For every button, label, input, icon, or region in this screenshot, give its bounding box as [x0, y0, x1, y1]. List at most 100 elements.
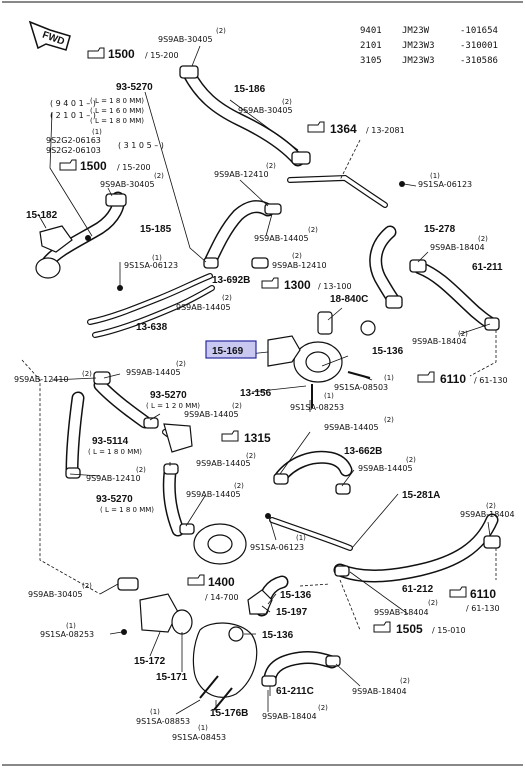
label-9s1sa08853: 9S1SA-08853	[136, 717, 190, 726]
serial-range-3: -310586	[460, 56, 498, 66]
ref-6110-a[interactable]: 6110 / 61-130	[417, 371, 508, 386]
label-9s2g2-06163: 9S2G2-06163	[46, 136, 101, 145]
ref-1300-number: 1300	[284, 278, 311, 292]
leader-18404-d	[349, 571, 409, 615]
label-q2-b: (2)	[154, 172, 164, 180]
water-pump-housing-15-176b[interactable]	[192, 622, 258, 698]
clamp-14405-c[interactable]	[93, 371, 111, 385]
highlight-label: 15-169	[212, 346, 244, 357]
leader-12410-a	[239, 179, 269, 207]
leader-14405-a	[265, 213, 273, 237]
ref-6110-b-number: 6110	[470, 587, 496, 601]
label-q2-g: (2)	[292, 252, 302, 260]
dash-6110a	[469, 330, 497, 377]
ref-1364[interactable]: 1364 / 13-2081	[307, 121, 405, 136]
bolt-06123-a[interactable]	[399, 181, 405, 187]
clamp-18404-b[interactable]	[484, 317, 500, 331]
label-q2-v: (2)	[318, 704, 328, 712]
label-9s1sa08453: 9S1SA-08453	[172, 733, 226, 742]
label-9s1sa08253-a: 9S1SA-08253	[290, 403, 344, 412]
ref-1500-b[interactable]: 1500 / 15-200	[59, 159, 151, 173]
bolt-06123-b[interactable]	[117, 285, 123, 291]
clamp-14405-d[interactable]	[143, 417, 159, 429]
gasket-15-169[interactable]	[267, 335, 301, 367]
ref-1505[interactable]: 1505 / 15-010	[373, 621, 466, 636]
ref-1500-a[interactable]: 1500 / 15-200	[87, 47, 179, 61]
leader-18404-b	[459, 323, 491, 335]
label-len-160: ( L = 1 6 0 MM)	[90, 107, 144, 115]
serial-code-2: 2101	[360, 41, 382, 51]
sensor-18-840c[interactable]	[317, 311, 333, 335]
o-ring-15-136-c[interactable]	[228, 626, 244, 642]
label-93-5270-c: 93-5270	[96, 494, 133, 505]
pointing-hand-icon	[221, 430, 239, 442]
bolt-06163[interactable]	[85, 235, 91, 241]
dash-left	[21, 359, 101, 595]
clamp-14405-h[interactable]	[179, 523, 195, 535]
label-61-211: 61-211	[472, 262, 503, 273]
dash-1505	[339, 579, 361, 631]
bracket-15-182[interactable]	[39, 225, 73, 253]
label-15-172: 15-172	[134, 656, 166, 667]
clamp-692b-top[interactable]	[264, 203, 282, 215]
bolt-08453[interactable]	[213, 687, 233, 711]
fitting-1315[interactable]	[163, 423, 193, 453]
clamp-top-2[interactable]	[291, 151, 311, 165]
leader-14405-f	[279, 431, 311, 475]
clamp-14405-e[interactable]	[163, 463, 179, 475]
clamp-692b-bottom[interactable]	[203, 257, 219, 269]
clamp-18404-e[interactable]	[325, 655, 341, 667]
label-q2-i: (2)	[458, 330, 468, 338]
o-ring-15-136[interactable]	[360, 320, 376, 336]
callout-15-169[interactable]: 15-169	[205, 340, 257, 359]
clamp-18404-f[interactable]	[261, 675, 277, 687]
clamp-18404-c[interactable]	[483, 535, 501, 549]
ref-1500-b-number: 1500	[80, 159, 107, 173]
pipe-15-197[interactable]	[247, 589, 273, 615]
ref-1315[interactable]: 1315	[221, 430, 271, 445]
clamp-30405-d[interactable]	[117, 577, 139, 591]
clamp-14405-f[interactable]	[273, 473, 289, 485]
ref-1500-a-number: 1500	[108, 47, 135, 61]
leader-30405-d	[99, 583, 119, 595]
thermostat-15-171[interactable]	[171, 609, 193, 635]
bolt-06123-c[interactable]	[265, 513, 271, 519]
label-9s9ab14405-f: 9S9AB-14405	[196, 459, 251, 468]
clamp-top-1[interactable]	[179, 65, 199, 79]
label-q2-j: (2)	[176, 360, 186, 368]
oil-cooler-center	[207, 534, 233, 554]
label-9s1sa06123-c: 9S1SA-06123	[250, 543, 304, 552]
bolt-08253-b[interactable]	[121, 629, 127, 635]
clamp-12410-d[interactable]	[65, 467, 81, 479]
label-93-5270-b: 93-5270	[150, 390, 187, 401]
clamp-left-1[interactable]	[105, 193, 127, 207]
ref-1400[interactable]: 1400 / 14-700	[187, 574, 239, 602]
label-93-5114: 93-5114	[92, 436, 129, 447]
pipe-13-638-b-inner	[93, 286, 214, 337]
serial-model-2: JM23W3	[402, 41, 435, 51]
label-q2-r: (2)	[486, 502, 496, 510]
label-q2-top: (2)	[216, 27, 226, 35]
label-q1-d: (1)	[384, 374, 394, 382]
label-q2-u: (2)	[400, 677, 410, 685]
label-9s9ab18404-a: 9S9AB-18404	[430, 243, 485, 252]
leader-08253-b	[109, 631, 123, 635]
hose-93-5270-b-inner	[95, 380, 150, 427]
clamp-12410-b[interactable]	[251, 257, 269, 269]
serial-code-3: 3105	[360, 56, 382, 66]
bolt-08853[interactable]	[199, 675, 219, 699]
ref-1300[interactable]: 1300 / 13-100	[261, 277, 352, 292]
label-q2-c: (2)	[282, 98, 292, 106]
clamp-278-bottom[interactable]	[385, 295, 403, 309]
clamp-18404-a[interactable]	[409, 259, 427, 273]
clamp-61-212[interactable]	[334, 565, 350, 577]
hose-93-5114-inner	[67, 393, 83, 477]
label-q1-a: (1)	[92, 128, 102, 136]
pipe-upper-right-inner	[288, 176, 387, 207]
serial-model-3: JM23W3	[402, 56, 435, 66]
bolt-08503[interactable]	[347, 371, 371, 379]
leader-12410-c	[51, 377, 97, 381]
clamp-14405-g[interactable]	[335, 483, 351, 495]
label-len-180c: ( L = 1 8 0 MM)	[88, 448, 142, 456]
ref-6110-b[interactable]: 6110 / 61-130	[449, 586, 500, 613]
